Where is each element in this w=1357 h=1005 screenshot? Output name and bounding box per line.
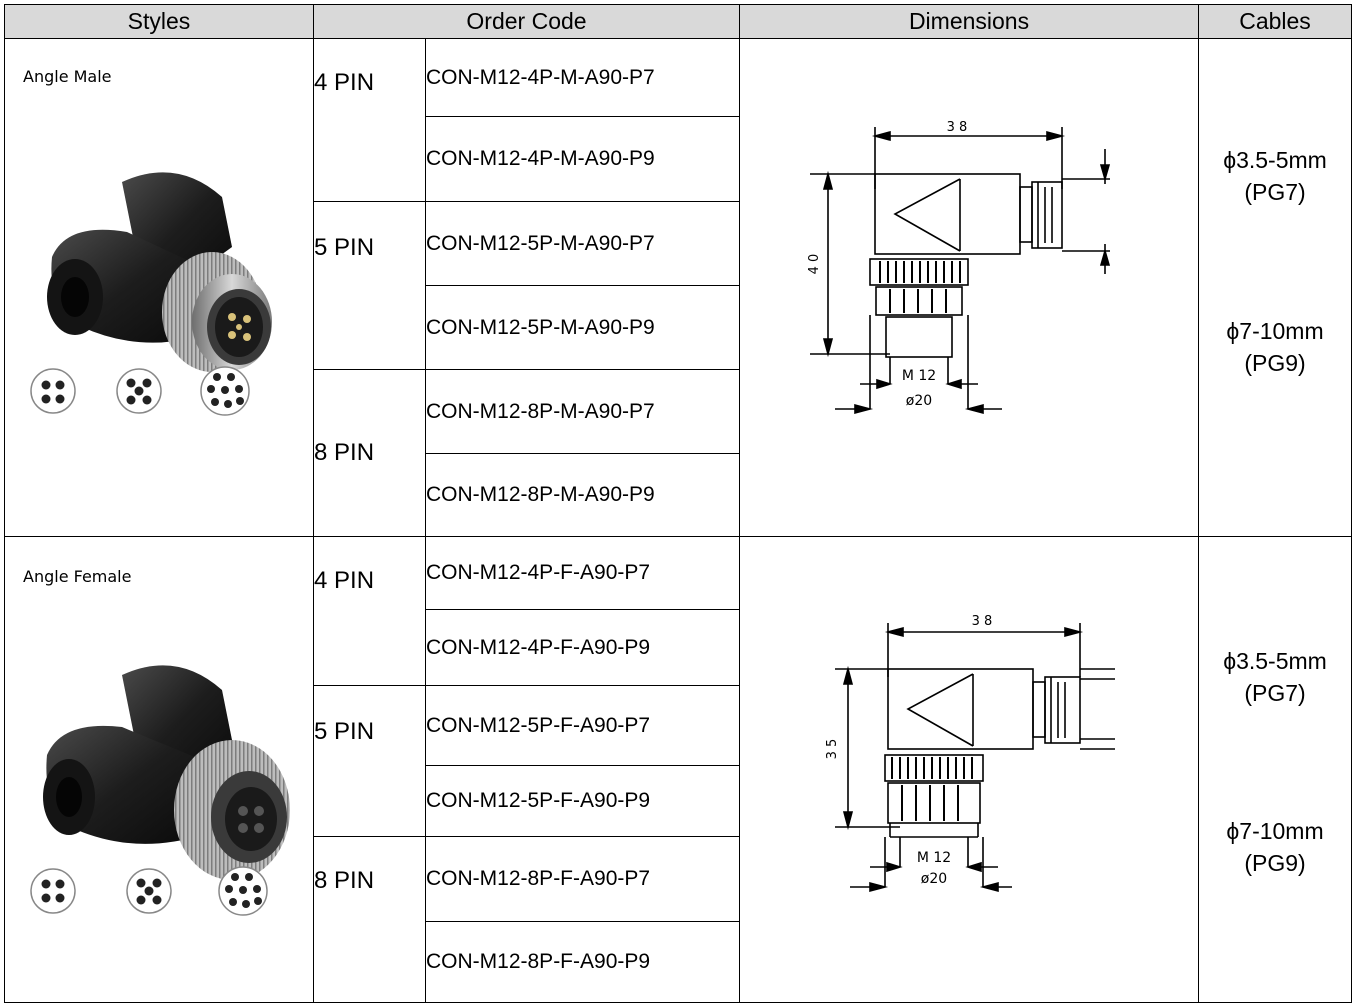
order-code: CON-M12-4P-F-A90-P7 xyxy=(424,536,741,610)
header-row: Styles Order Code Dimensions Cables xyxy=(4,4,1353,39)
dim-diameter-label: ø20 xyxy=(921,871,947,887)
order-code: CON-M12-8P-M-A90-P7 xyxy=(424,369,741,454)
dim-width-label: 3 8 xyxy=(972,614,993,629)
order-code: CON-M12-8P-F-A90-P7 xyxy=(424,836,741,922)
style-label: Angle Male xyxy=(23,67,112,86)
order-code: CON-M12-4P-M-A90-P7 xyxy=(424,38,741,117)
dim-width-label: 3 8 xyxy=(947,120,968,135)
pin-count: 4 PIN xyxy=(313,536,426,686)
pin-layout-5-icon xyxy=(116,368,162,414)
header-order-code: Order Code xyxy=(312,4,741,39)
table-row: CON-M12-4P-M-A90-P9 xyxy=(5,116,1352,202)
pin-layout-8-icon xyxy=(218,866,268,916)
table-row: Angle Female xyxy=(4,536,1353,1003)
cable-gland: (PG7) xyxy=(1244,179,1306,205)
pin-layout-5-icon xyxy=(126,868,172,914)
header-cables: Cables xyxy=(1198,4,1353,39)
product-spec-table: Styles Order Code Dimensions Cables Angl… xyxy=(4,4,1353,1003)
table-row: 8 PIN CON-M12-8P-M-A90-P7 xyxy=(5,369,1352,537)
style-cell-angle-male: Angle Male xyxy=(4,38,314,537)
table-row: 5 PIN CON-M12-5P-M-A90-P7 xyxy=(5,201,1352,370)
style-cell-angle-female: Angle Female xyxy=(4,536,314,1003)
order-code: CON-M12-5P-F-A90-P7 xyxy=(424,685,741,766)
cables-cell-female: ϕ3.5-5mm (PG7) ϕ7-10mm (PG9) xyxy=(1198,536,1353,1003)
pin-count: 5 PIN xyxy=(313,201,426,370)
dimensions-cell-male: 3 8 4 0 M 12 ø20 xyxy=(739,38,1200,537)
header-styles: Styles xyxy=(4,4,314,39)
cable-option: ϕ7-10mm (PG9) xyxy=(1199,315,1351,379)
dim-height-label: 4 0 xyxy=(807,254,822,275)
pin-count: 8 PIN xyxy=(313,836,426,1003)
order-code: CON-M12-8P-F-A90-P9 xyxy=(424,921,741,1003)
order-code: CON-M12-5P-M-A90-P9 xyxy=(424,285,741,370)
order-code: CON-M12-5P-F-A90-P9 xyxy=(424,765,741,837)
order-code: CON-M12-4P-F-A90-P9 xyxy=(424,609,741,686)
table-row: CON-M12-4P-F-A90-P9 xyxy=(5,609,1352,686)
dimensions-cell-female: 3 8 3 5 M 12 ø20 xyxy=(739,536,1200,1003)
table-row: 8 PIN CON-M12-8P-F-A90-P7 xyxy=(5,836,1352,1003)
order-code: CON-M12-4P-M-A90-P9 xyxy=(424,116,741,202)
pin-count: 4 PIN xyxy=(313,38,426,202)
pin-layout-8-icon xyxy=(200,366,250,416)
table-row: 5 PIN CON-M12-5P-F-A90-P7 xyxy=(5,685,1352,837)
pin-layout-4-icon xyxy=(30,868,76,914)
order-code: CON-M12-5P-M-A90-P7 xyxy=(424,201,741,286)
table-row: CON-M12-8P-M-A90-P9 xyxy=(5,453,1352,537)
cable-size: ϕ3.5-5mm xyxy=(1223,648,1327,674)
cable-gland: (PG9) xyxy=(1244,850,1306,876)
table-row: Angle Male xyxy=(4,38,1353,537)
dim-thread-label: M 12 xyxy=(917,850,951,866)
table-row: CON-M12-5P-M-A90-P9 xyxy=(5,285,1352,370)
cable-size: ϕ7-10mm xyxy=(1226,318,1324,344)
header-dimensions: Dimensions xyxy=(739,4,1200,39)
cable-option: ϕ3.5-5mm (PG7) xyxy=(1199,144,1351,208)
dim-thread-label: M 12 xyxy=(902,368,936,384)
dim-diameter-label: ø20 xyxy=(906,393,932,409)
order-code: CON-M12-8P-M-A90-P9 xyxy=(424,453,741,537)
table-row: CON-M12-8P-F-A90-P9 xyxy=(5,921,1352,1003)
angle-male-dimension-drawing: 3 8 4 0 M 12 ø20 xyxy=(807,120,1111,415)
dim-height-label: 3 5 xyxy=(825,739,840,760)
cable-size: ϕ3.5-5mm xyxy=(1223,147,1327,173)
style-label: Angle Female xyxy=(23,567,132,586)
table-row: CON-M12-5P-F-A90-P9 xyxy=(5,765,1352,837)
angle-female-dimension-drawing: 3 8 3 5 M 12 ø20 xyxy=(825,614,1116,893)
cable-option: ϕ3.5-5mm (PG7) xyxy=(1199,645,1351,709)
angle-male-connector-image xyxy=(30,172,272,416)
angle-female-connector-image xyxy=(30,665,290,916)
cables-cell-male: ϕ3.5-5mm (PG7) ϕ7-10mm (PG9) xyxy=(1198,38,1353,537)
pin-count: 8 PIN xyxy=(313,369,426,537)
pin-layout-4-icon xyxy=(30,368,76,414)
cable-gland: (PG7) xyxy=(1244,680,1306,706)
cable-size: ϕ7-10mm xyxy=(1226,818,1324,844)
cable-option: ϕ7-10mm (PG9) xyxy=(1199,815,1351,879)
pin-count: 5 PIN xyxy=(313,685,426,837)
cable-gland: (PG9) xyxy=(1244,350,1306,376)
